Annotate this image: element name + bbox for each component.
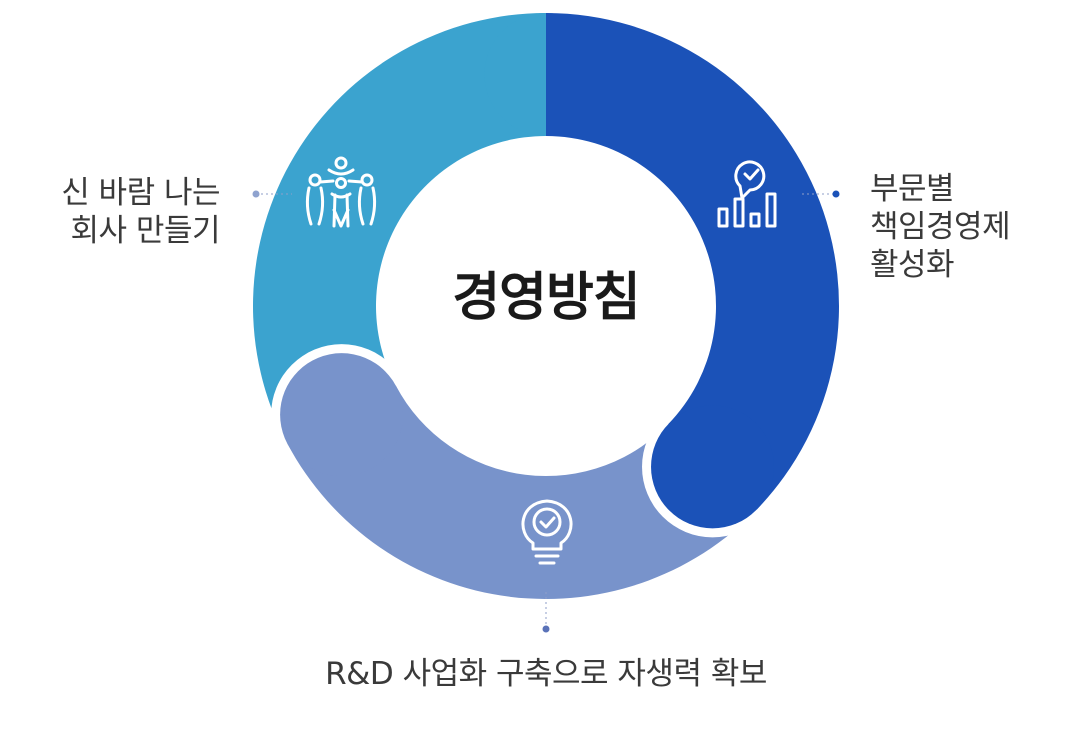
label-right-segment: 부문별 책임경영제 활성화 [870, 170, 1011, 284]
leader-right [802, 190, 840, 198]
leader-left [252, 190, 292, 198]
ring-segment-right [546, 13, 839, 538]
ring-segment-right-cap [651, 405, 775, 529]
label-right-line-2: 책임경영제 [870, 209, 1011, 245]
label-bottom-line-1: R&D 사업화 구축으로 자생력 확보 [325, 656, 767, 692]
lightbulb-check-icon [521, 499, 573, 565]
center-title: 경영방침 [452, 268, 640, 328]
ring-segment-left-arc [252, 13, 547, 444]
policy-ring [252, 4, 839, 599]
label-left-segment: 신 바람 나는 회사 만들기 [61, 174, 220, 250]
ring-segment-bottom-arc [287, 385, 764, 599]
bar-chart-check-icon [717, 160, 777, 228]
leader-bottom [542, 592, 550, 633]
label-left-line-1: 신 바람 나는 [61, 175, 220, 211]
people-group-icon [305, 156, 377, 228]
label-right-line-1: 부문별 [870, 171, 955, 207]
label-bottom-segment: R&D 사업화 구축으로 자생력 확보 [0, 655, 1092, 693]
label-left-line-2: 회사 만들기 [70, 213, 221, 249]
ring-segment-bottom [271, 344, 764, 599]
ring-segment-right-arc [546, 13, 839, 510]
label-right-line-3: 활성화 [870, 247, 955, 283]
ring-segment-bottom-cap [280, 353, 404, 477]
